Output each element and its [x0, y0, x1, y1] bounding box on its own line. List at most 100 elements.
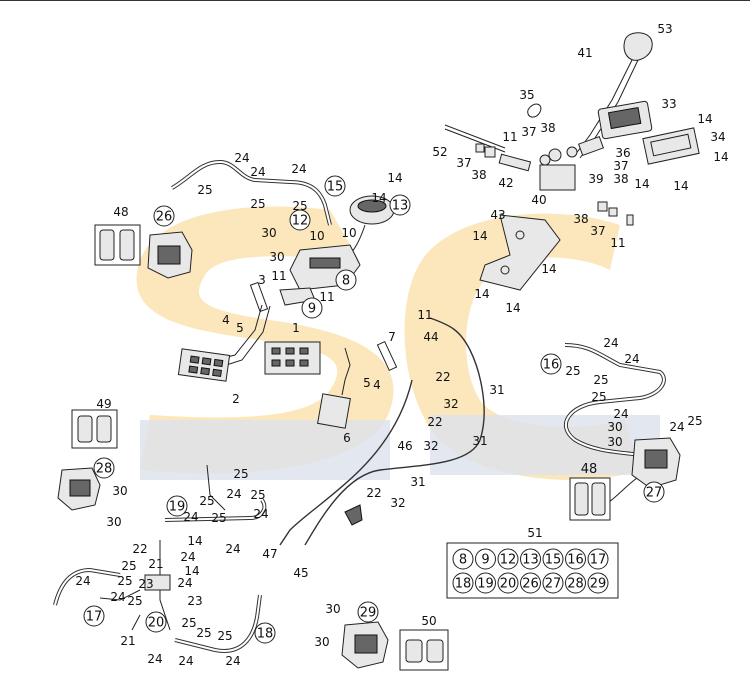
part-label: 10	[309, 229, 324, 243]
kit-item-circle	[565, 572, 586, 594]
pivot-block-40	[539, 164, 576, 191]
lower-left-hose-network	[53, 464, 267, 653]
part-label: 22	[366, 486, 381, 500]
part-label-48-right: 48	[581, 462, 598, 477]
part-label: 14	[697, 112, 712, 126]
part-label: 37	[521, 125, 536, 139]
part-label: 36	[615, 146, 630, 160]
hose-17-inner	[54, 568, 121, 606]
part-label: 11	[417, 308, 432, 322]
kit-item-number: 12	[500, 553, 517, 568]
pad-cell	[213, 358, 224, 368]
circled-label-text: 12	[292, 214, 309, 229]
bushing-37-right	[608, 207, 618, 217]
part-label: 38	[613, 172, 628, 186]
circled-part-label: 16	[540, 353, 562, 375]
part-label: 14	[505, 301, 520, 315]
part-label: 35	[519, 88, 534, 102]
pad-cell	[201, 357, 212, 366]
spring-35	[527, 103, 542, 118]
part-label: 42	[498, 176, 513, 190]
part-label: 41	[577, 46, 592, 60]
part-label: 1	[292, 321, 300, 335]
kit-51-item: 8	[452, 548, 474, 570]
kit-item-number: 9	[481, 553, 489, 568]
top-border-rule	[0, 0, 750, 1]
pad-50-b	[426, 639, 444, 663]
kit-51-item: 26	[520, 572, 541, 594]
part-label: 24	[250, 165, 265, 179]
circled-part-label: 9	[301, 297, 323, 319]
part-label: 24	[291, 162, 306, 176]
part-label: 51	[527, 526, 542, 540]
shift-knob-53	[623, 32, 653, 61]
accelerator-pad-6	[317, 393, 351, 429]
part-label: 25	[687, 414, 702, 428]
brake-hose-right-inner	[564, 344, 665, 456]
part-label: 24	[183, 510, 198, 524]
label-circle	[357, 601, 379, 623]
bushing-38-right	[597, 201, 608, 212]
part-label: 14	[472, 229, 487, 243]
part-label: 38	[573, 212, 588, 226]
caliper-27-window	[644, 449, 668, 469]
part-label: 4	[373, 378, 381, 392]
collar-39	[577, 135, 605, 157]
part-label: 30	[261, 226, 276, 240]
label-circle	[301, 297, 323, 319]
pad-50-a	[405, 639, 423, 663]
left-caliper-28-group	[57, 409, 118, 511]
pedal-assembly	[177, 304, 398, 429]
part-label: 24	[225, 542, 240, 556]
kit-item-circle	[565, 548, 586, 570]
cable-44	[304, 317, 485, 546]
special-labels: 48	[581, 462, 598, 477]
part-label: 11	[502, 130, 517, 144]
part-label: 14	[187, 534, 202, 548]
part-label: 7	[388, 330, 396, 344]
kit-item-circle	[587, 572, 609, 594]
part-label: 37	[456, 156, 471, 170]
circled-part-label: 27	[643, 481, 665, 503]
pad-49-b	[96, 415, 112, 443]
part-label: 11	[610, 236, 625, 250]
brake-pedal-arm-2-outline	[219, 305, 271, 368]
bracket-hole-1	[515, 230, 525, 240]
part-label: 5	[363, 376, 371, 390]
rear-right-brake-group	[563, 343, 681, 521]
mount-bracket-43	[479, 214, 561, 291]
kit-51-item: 18	[452, 572, 474, 594]
part-label: 53	[657, 22, 672, 36]
label-circle	[93, 457, 115, 479]
label-circle	[335, 269, 357, 291]
part-label: 30	[106, 515, 121, 529]
part-label: 50	[421, 614, 436, 628]
kit-item-circle	[475, 572, 496, 594]
pedal-cover-grid	[271, 347, 309, 367]
kit-51-item: 20	[497, 572, 519, 594]
circled-label-text: 17	[86, 610, 103, 625]
kit-item-number: 20	[500, 577, 517, 592]
kit-51-item: 16	[565, 548, 586, 570]
part-label: 14	[387, 171, 402, 185]
part-label: 5	[236, 321, 244, 335]
accelerator-arm-6	[341, 347, 351, 396]
circled-label-text: 27	[646, 486, 663, 501]
part-label: 10	[341, 226, 356, 240]
part-label: 24	[180, 550, 195, 564]
label-circle	[83, 605, 105, 627]
circled-label-text: 20	[148, 616, 165, 631]
part-label: 31	[410, 475, 425, 489]
part-label: 30	[314, 635, 329, 649]
part-label: 39	[588, 172, 603, 186]
kit-51-item: 19	[475, 572, 496, 594]
label-circle	[145, 611, 167, 633]
kit-item-number: 16	[567, 553, 584, 568]
part-label: 25	[565, 364, 580, 378]
part-label: 24	[624, 352, 639, 366]
cover-cell	[285, 359, 295, 367]
